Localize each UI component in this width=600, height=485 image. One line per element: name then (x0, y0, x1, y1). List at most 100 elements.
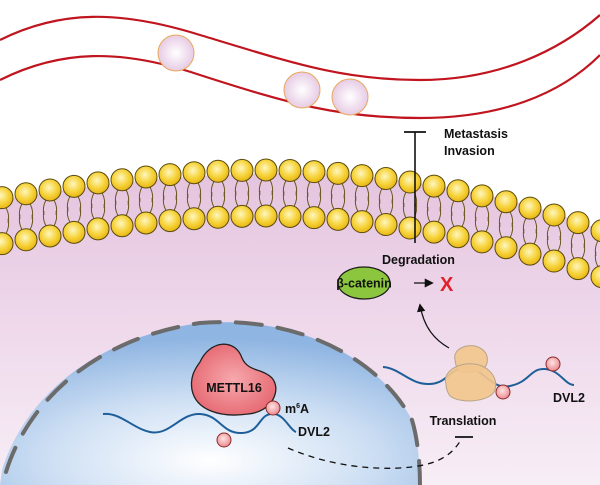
mettl16-label: METTL16 (206, 381, 262, 395)
lipid-tail (269, 190, 274, 207)
lipid-head (326, 207, 350, 231)
dvl2-cytoplasm-label: DVL2 (553, 391, 585, 405)
lipid-tail (330, 194, 335, 210)
lipid-head (278, 159, 302, 183)
lipid-head (470, 230, 494, 254)
m6a-modification-dot (216, 432, 232, 448)
degradation-label: Degradation (382, 253, 455, 267)
lipid-tail (186, 193, 191, 209)
lipid-tail (378, 199, 383, 215)
lipid-head (206, 159, 230, 183)
lipid-head (350, 164, 374, 188)
m6a-suffix: A (300, 402, 309, 416)
translation-to-beta-catenin-arrow (417, 303, 450, 349)
lipid-tail (149, 197, 154, 214)
blood-vessel (0, 14, 600, 120)
lipid-head (38, 178, 62, 202)
lipid-head (230, 158, 254, 182)
lipid-tail (18, 214, 23, 231)
lipid-tail (533, 228, 538, 245)
lipid-head (566, 257, 590, 281)
lipid-tail (461, 211, 466, 227)
lipid-head (14, 228, 38, 252)
lipid-tail (450, 211, 455, 227)
lipid-tail (317, 192, 322, 208)
lipid-tail (594, 251, 599, 267)
lipid-head (446, 179, 470, 203)
lipid-head (0, 232, 14, 256)
lipid-tail (546, 235, 551, 252)
lipid-tail (101, 203, 106, 220)
lipid-head (62, 220, 86, 244)
beta-catenin-label: β-catenin (336, 277, 392, 291)
lipid-head (326, 161, 350, 185)
lipid-tail (354, 196, 359, 212)
m6a-modification-dot (545, 356, 561, 372)
lipid-tail (258, 190, 263, 207)
beta-catenin-ellipse (337, 266, 391, 300)
vessel-wall-lower (0, 54, 600, 120)
ribosome (444, 345, 497, 402)
lipid-tail (485, 216, 490, 233)
lipid-head (110, 168, 134, 192)
lipid-head (182, 161, 206, 185)
metastasis-inhibition (404, 131, 426, 243)
lipid-head (0, 186, 14, 210)
lipid-head (374, 213, 398, 237)
lipid-head (302, 160, 326, 184)
lipid-head (134, 165, 158, 189)
m6a-modification-dot (495, 384, 511, 400)
lipid-tail (522, 228, 527, 245)
lipid-head (470, 184, 494, 208)
lipid-head (422, 174, 446, 198)
lipid-tail (66, 207, 71, 223)
lipid-head (62, 174, 86, 198)
lipid-tail (245, 191, 250, 207)
lipid-tail (138, 197, 143, 214)
lipid-tail (5, 218, 10, 234)
export-dashed-arrow (287, 437, 463, 469)
lipid-head (542, 203, 566, 227)
nuclear-envelope (4, 320, 422, 485)
lipid-tail (474, 216, 479, 233)
lipid-tail (77, 207, 82, 223)
vessel-wall-upper (0, 14, 600, 82)
mettl16-protein: METTL16 (190, 343, 277, 416)
lipid-head (182, 207, 206, 231)
lipid-tail (498, 222, 503, 238)
lipid-tail (293, 191, 298, 207)
lipid-tail (365, 196, 370, 212)
dvl2-mrna-nucleus (102, 412, 297, 435)
lipid-head (590, 219, 600, 243)
lipid-tail (341, 194, 346, 210)
lipid-tail (426, 206, 431, 223)
lipid-head (542, 249, 566, 273)
lipid-tail (221, 192, 226, 208)
blood-cell (331, 78, 369, 116)
cell-membrane (0, 158, 600, 289)
lipid-head (350, 210, 374, 234)
mettl16-shape (190, 343, 277, 416)
lipid-tail (570, 243, 575, 259)
lipid-head (14, 182, 38, 206)
lipid-tail (114, 200, 119, 216)
metastasis-label: Metastasis (444, 127, 508, 141)
blood-cell (283, 71, 321, 109)
m6a-label: m6A (285, 402, 309, 416)
lipid-tail (173, 195, 178, 211)
degradation-x-mark: X (440, 274, 454, 296)
lipid-head (278, 205, 302, 229)
lipid-head (230, 204, 254, 228)
lipid-tail (306, 192, 311, 208)
lipid-head (590, 265, 600, 289)
lipid-tail (53, 210, 58, 227)
m6a-prefix: m (285, 402, 296, 416)
lipid-tail (197, 193, 202, 209)
m6a-superscript: 6 (296, 403, 300, 410)
lipid-tail (90, 203, 95, 220)
lipid-tail (437, 206, 442, 223)
lipid-head (302, 206, 326, 230)
lipid-head (110, 214, 134, 238)
lipid-tail (234, 191, 239, 207)
